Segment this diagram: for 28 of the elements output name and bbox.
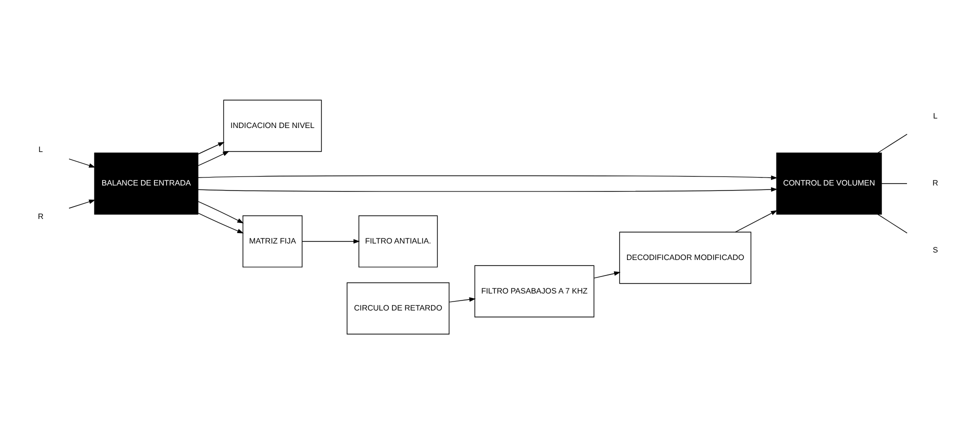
arrow — [734, 210, 777, 232]
node-box: CONTROL DE VOLUMEN — [776, 152, 882, 215]
node-text: R — [37, 212, 43, 222]
arrow — [593, 271, 620, 278]
connector — [877, 134, 907, 154]
node-box: FILTRO ANTIALIA. — [358, 215, 438, 268]
node-box: CIRCULO DE RETARDO — [346, 282, 449, 334]
arrow — [68, 200, 95, 209]
connector — [880, 183, 907, 184]
arrow — [197, 212, 244, 234]
node-box: BALANCE DE ENTRADA — [94, 152, 198, 215]
arrow — [302, 239, 360, 244]
node-text: L — [932, 112, 938, 121]
connector — [877, 214, 907, 234]
node-text: S — [932, 246, 938, 255]
node-text: L — [38, 145, 42, 154]
arrow — [68, 158, 95, 168]
arrow — [197, 142, 224, 154]
node-box: MATRIZ FIJA — [242, 215, 302, 268]
arrow — [197, 201, 244, 224]
node-box: INDICACION DE NIVEL — [222, 100, 322, 152]
arrow — [197, 187, 777, 192]
arrow — [197, 151, 229, 166]
node-box: DECODIFICADOR MODIFICADO — [618, 232, 751, 284]
arrow — [448, 297, 476, 302]
node-box: FILTRO PASABAJOS A 7 KHZ — [474, 265, 594, 318]
node-text: R — [932, 178, 938, 188]
arrow — [197, 175, 777, 180]
